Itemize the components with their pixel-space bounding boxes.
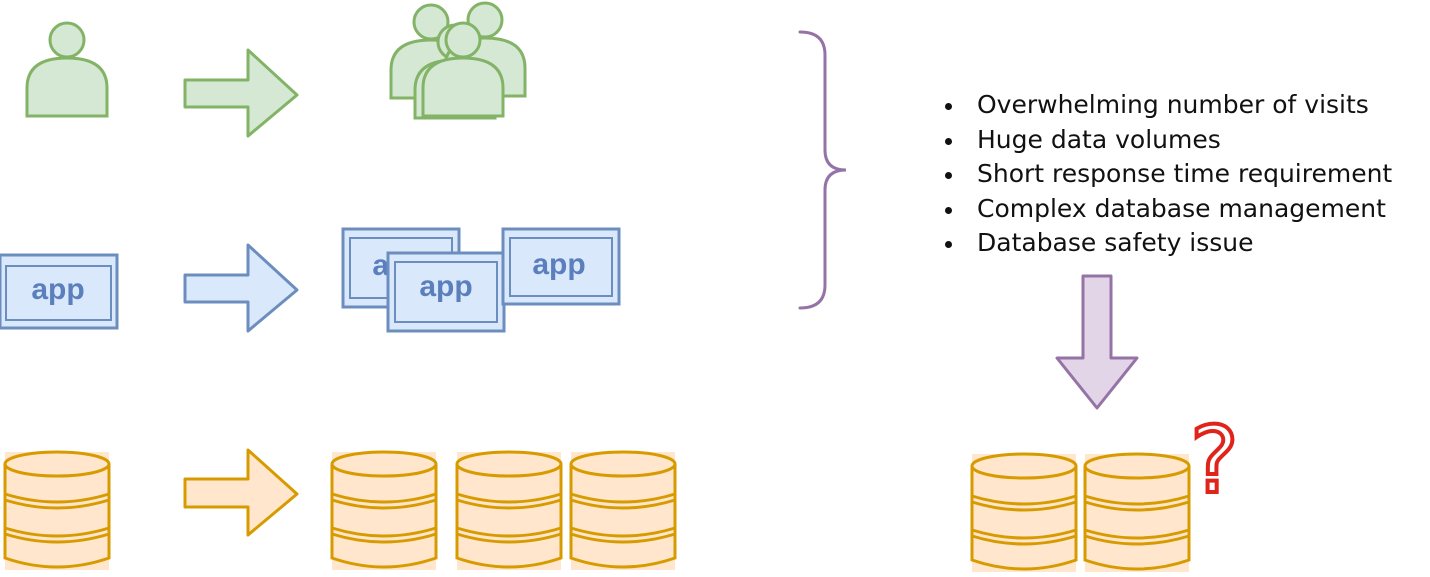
- list-item: Short response time requirement: [945, 157, 1392, 192]
- list-item: Database safety issue: [945, 226, 1392, 261]
- app-window: app: [501, 227, 621, 306]
- database-icon: [1083, 452, 1191, 574]
- problem-list: Overwhelming number of visits Huge data …: [945, 88, 1392, 261]
- database-icon: [970, 452, 1078, 574]
- question-mark: ?: [1190, 407, 1239, 514]
- database-icon: [330, 450, 438, 572]
- user-group-icon: [389, 1, 527, 120]
- list-item: Overwhelming number of visits: [945, 88, 1392, 123]
- database-icon: [569, 450, 677, 572]
- right-arrow-icon: [183, 448, 299, 537]
- right-curly-brace-icon: [798, 30, 847, 310]
- app-window: app: [0, 253, 119, 330]
- down-arrow-icon: [1055, 274, 1139, 410]
- database-icon: [3, 450, 111, 572]
- user-icon: [25, 21, 109, 118]
- app-label: app: [31, 273, 84, 306]
- database-icon: [455, 450, 563, 572]
- app-label: app: [419, 270, 472, 303]
- app-window: app: [386, 251, 506, 333]
- right-arrow-icon: [183, 243, 299, 333]
- app-label: app: [532, 248, 585, 281]
- list-item: Complex database management: [945, 192, 1392, 227]
- right-arrow-icon: [183, 48, 299, 138]
- list-item: Huge data volumes: [945, 123, 1392, 158]
